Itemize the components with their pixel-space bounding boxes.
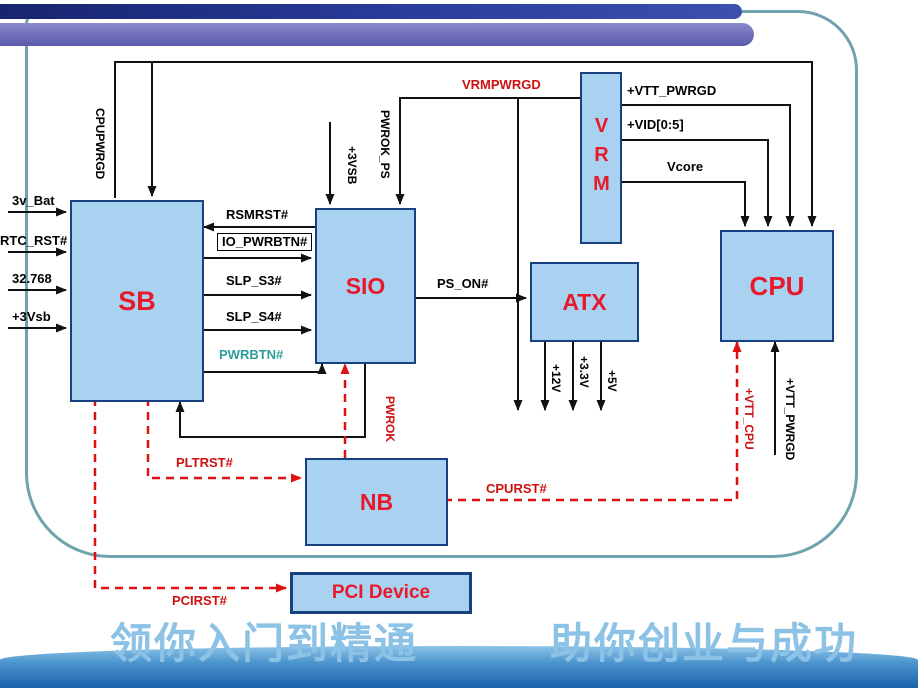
- sb-block: SB: [70, 200, 204, 402]
- top-ribbon-dark: [0, 4, 742, 19]
- signal-label-pltrst: PLTRST#: [176, 455, 233, 470]
- signal-label-3vsb-left: +3Vsb: [12, 309, 51, 324]
- signal-label-3v-bat: 3v_Bat: [12, 193, 55, 208]
- signal-label-vtt-pwrgd-bottom: +VTT_PWRGD: [783, 378, 798, 461]
- wire-cpupwrgd-bus: [114, 61, 817, 227]
- nb-label: NB: [359, 488, 394, 515]
- wire-vid: [618, 139, 773, 227]
- signal-label-vcore: Vcore: [667, 159, 704, 174]
- wire-pcirst: [93, 398, 287, 593]
- wire-pltrst: [146, 398, 302, 483]
- signal-label-3vsb-top: +3VSB: [345, 146, 360, 185]
- wire-pwrbtn: [200, 363, 327, 374]
- signal-label-io-pwrbtn: IO_PWRBTN#: [217, 233, 313, 252]
- signal-label-pwrbtn: PWRBTN#: [219, 347, 284, 362]
- signal-label-slp-s3: SLP_S3#: [226, 273, 282, 288]
- signal-label-5v: +5V: [605, 370, 620, 392]
- signal-label-32768: 32.768: [12, 271, 52, 286]
- sio-label: SIO: [345, 272, 386, 299]
- footer-slogan: 领你入门到精通 助你创业与成功: [110, 620, 859, 667]
- wire-vrmpwrgd: [395, 97, 580, 205]
- signal-label-pwrok: PWROK: [383, 396, 398, 442]
- nb-block: NB: [305, 458, 448, 546]
- atx-block: ATX: [530, 262, 639, 342]
- signal-label-12v: +12V: [549, 364, 564, 393]
- bottom-band: [0, 646, 918, 688]
- signal-label-rtc-rst: RTC_RST#: [0, 233, 68, 248]
- signal-label-cpurst: CPURST#: [486, 481, 547, 496]
- signal-label-vtt-pwrgd-top: +VTT_PWRGD: [627, 83, 717, 98]
- vrm-block: VRM: [580, 72, 622, 244]
- sb-label: SB: [118, 285, 156, 316]
- signal-label-ps-on: PS_ON#: [437, 276, 489, 291]
- sio-block: SIO: [315, 208, 416, 364]
- wire-cpurst: [444, 341, 742, 502]
- cpu-block: CPU: [720, 230, 834, 342]
- signal-label-vrmpwrgd: VRMPWRGD: [462, 77, 541, 92]
- cpu-label: CPU: [749, 270, 805, 301]
- signal-label-slp-s4: SLP_S4#: [226, 309, 282, 324]
- wire-vtt-pwrgd-top: [618, 104, 795, 227]
- signal-label-rsmrst: RSMRST#: [226, 207, 289, 222]
- pci-device-label: PCI Device: [331, 582, 431, 603]
- signal-label-pwrok-ps: PWROK_PS: [378, 110, 393, 179]
- atx-label: ATX: [562, 288, 607, 315]
- wire-pwrok-to-sb: [175, 360, 366, 438]
- signal-label-3v3: +3.3V: [577, 356, 592, 388]
- signal-label-pcirst: PCIRST#: [172, 593, 227, 608]
- signal-label-vtt-cpu: +VTT_CPU: [742, 388, 757, 450]
- pci-device-block: PCI Device: [290, 572, 472, 614]
- vrm-label: VRM: [590, 114, 613, 202]
- wire-vcore: [618, 181, 750, 227]
- signal-label-vid: +VID[0:5]: [627, 117, 684, 132]
- top-ribbon-purple: [0, 23, 754, 46]
- signal-label-cpupwrgd: CPUPWRGD: [93, 108, 108, 180]
